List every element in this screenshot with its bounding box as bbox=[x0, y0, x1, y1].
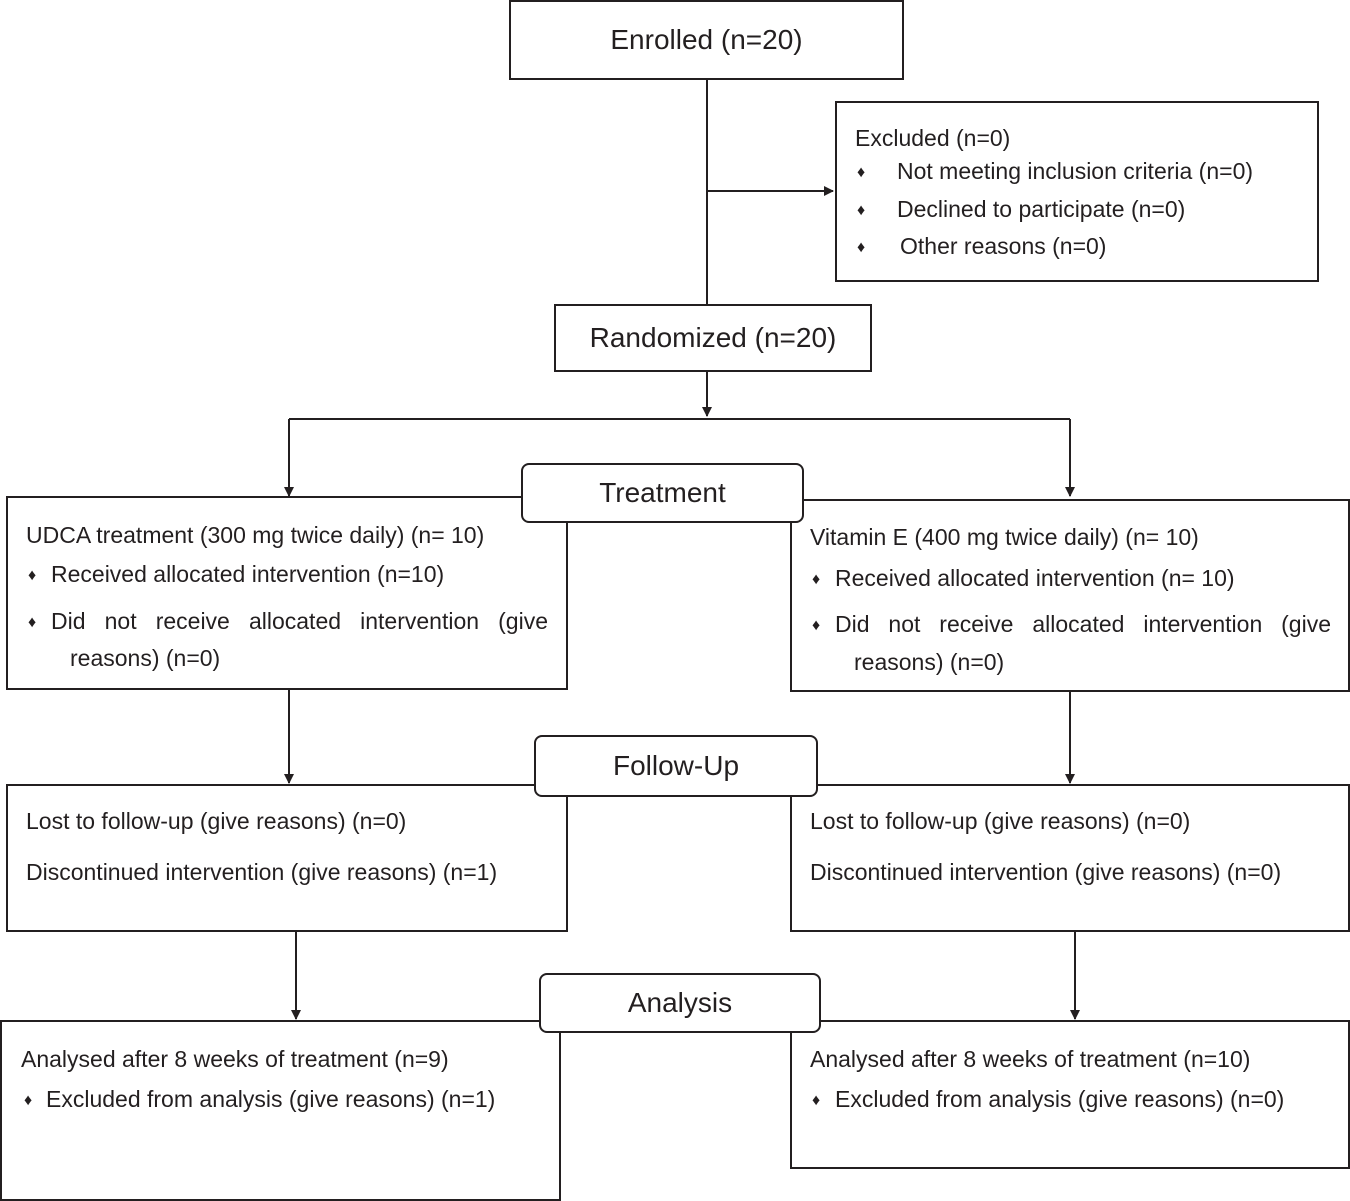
left-followup-lost: Lost to follow-up (give reasons) (n=0) bbox=[26, 808, 407, 834]
bullet-icon: ♦ bbox=[24, 1092, 33, 1109]
bullet-icon: ♦ bbox=[812, 617, 821, 634]
right-analysis-excluded: Excluded from analysis (give reasons) (n… bbox=[835, 1086, 1285, 1112]
right-treatment-not-received-cont: reasons) (n=0) bbox=[854, 649, 1005, 675]
left-analysis-excluded: Excluded from analysis (give reasons) (n… bbox=[46, 1086, 496, 1112]
left-followup-discontinued: Discontinued intervention (give reasons)… bbox=[26, 859, 498, 885]
randomized-box: Randomized (n=20) bbox=[554, 304, 872, 372]
stage-treatment: Treatment bbox=[521, 463, 804, 523]
bullet-icon: ♦ bbox=[857, 164, 866, 181]
bullet-icon: ♦ bbox=[857, 202, 866, 219]
left-treatment-received: Received allocated intervention (n=10) bbox=[51, 561, 445, 587]
right-analysis-box: Analysed after 8 weeks of treatment (n=1… bbox=[790, 1020, 1350, 1169]
stage-analysis: Analysis bbox=[539, 973, 821, 1033]
excluded-box: Excluded (n=0) ♦ Not meeting inclusion c… bbox=[835, 101, 1319, 282]
bullet-icon: ♦ bbox=[812, 1092, 821, 1109]
excluded-item: Not meeting inclusion criteria (n=0) bbox=[897, 158, 1254, 184]
right-followup-discontinued: Discontinued intervention (give reasons)… bbox=[810, 859, 1282, 885]
left-treatment-box: UDCA treatment (300 mg twice daily) (n= … bbox=[6, 496, 568, 690]
left-treatment-not-received: Did not receive allocated intervention (… bbox=[51, 608, 548, 634]
excluded-item: Declined to participate (n=0) bbox=[897, 196, 1186, 222]
stage-follow-up: Follow-Up bbox=[534, 735, 818, 797]
right-followup-box: Lost to follow-up (give reasons) (n=0) D… bbox=[790, 784, 1350, 932]
bullet-icon: ♦ bbox=[28, 567, 37, 584]
bullet-icon: ♦ bbox=[28, 614, 37, 631]
stage-follow-up-label: Follow-Up bbox=[612, 750, 740, 781]
right-treatment-not-received: Did not receive allocated intervention (… bbox=[835, 611, 1331, 637]
left-analysis-box: Analysed after 8 weeks of treatment (n=9… bbox=[0, 1020, 561, 1201]
excluded-title: Excluded (n=0) bbox=[855, 125, 1011, 151]
randomized-label: Randomized (n=20) bbox=[589, 322, 837, 353]
stage-analysis-label: Analysis bbox=[627, 987, 733, 1018]
enrolled-box: Enrolled (n=20) bbox=[509, 0, 904, 80]
right-treatment-received: Received allocated intervention (n= 10) bbox=[835, 565, 1235, 591]
stage-treatment-label: Treatment bbox=[599, 477, 726, 508]
excluded-item: Other reasons (n=0) bbox=[900, 233, 1107, 259]
left-followup-box: Lost to follow-up (give reasons) (n=0) D… bbox=[6, 784, 568, 932]
right-analysis-analysed: Analysed after 8 weeks of treatment (n=1… bbox=[810, 1046, 1251, 1072]
left-treatment-title: UDCA treatment (300 mg twice daily) (n= … bbox=[26, 522, 485, 548]
left-analysis-analysed: Analysed after 8 weeks of treatment (n=9… bbox=[21, 1046, 449, 1072]
bullet-icon: ♦ bbox=[857, 239, 866, 256]
enrolled-label: Enrolled (n=20) bbox=[610, 24, 803, 55]
right-treatment-title: Vitamin E (400 mg twice daily) (n= 10) bbox=[810, 524, 1199, 550]
right-treatment-box: Vitamin E (400 mg twice daily) (n= 10) ♦… bbox=[790, 499, 1350, 692]
left-treatment-not-received-cont: reasons) (n=0) bbox=[70, 645, 221, 671]
bullet-icon: ♦ bbox=[812, 571, 821, 588]
right-followup-lost: Lost to follow-up (give reasons) (n=0) bbox=[810, 808, 1191, 834]
